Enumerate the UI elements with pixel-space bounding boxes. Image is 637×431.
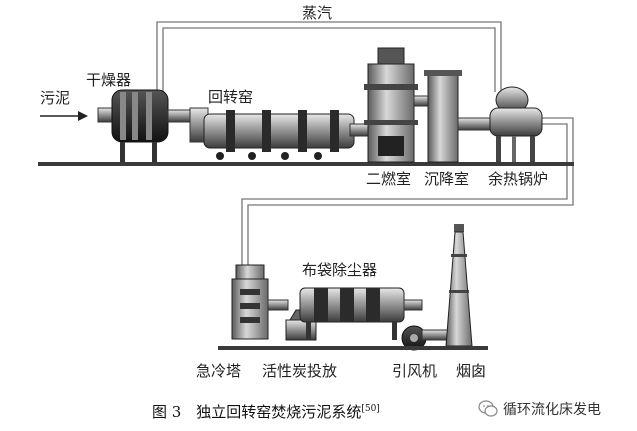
secondary-combustion-chamber: [364, 47, 418, 163]
figure-caption: 图 3 独立回转窑焚烧污泥系统[50]: [152, 401, 380, 422]
label-steam: 蒸汽: [302, 4, 333, 22]
watermark-text: 循环流化床发电: [503, 402, 601, 418]
steam-pipe: [156, 21, 502, 98]
label-dryer: 干燥器: [86, 71, 132, 89]
quench-tower: [231, 264, 289, 340]
label-chimney: 烟囱: [456, 362, 487, 380]
label-waste-heat-boiler: 余热锅炉: [488, 170, 549, 188]
settling-chamber: [413, 70, 493, 163]
caption-text: 图 3 独立回转窑焚烧污泥系统: [152, 403, 362, 421]
rotary-kiln: [189, 107, 369, 160]
dryer: [97, 89, 191, 162]
label-induced-fan: 引风机: [392, 362, 438, 380]
label-sludge: 污泥: [40, 89, 71, 107]
lower-ground-line: [218, 346, 488, 350]
watermark: 循环流化床发电: [478, 399, 601, 419]
label-kiln: 回转窑: [208, 88, 254, 106]
flue-gas-pipe: [241, 117, 574, 265]
wechat-icon: [478, 400, 498, 417]
label-settling-chamber: 沉降室: [424, 170, 470, 188]
label-baghouse: 布袋除尘器: [302, 261, 378, 279]
caption-reference: [50]: [361, 404, 380, 414]
waste-heat-boiler: [489, 86, 543, 162]
chimney: [445, 224, 473, 347]
bag-filter: [299, 287, 423, 340]
sludge-input-arrow: [40, 111, 88, 121]
label-quench-tower: 急冷塔: [196, 362, 242, 380]
label-secondary-chamber: 二燃室: [366, 170, 412, 188]
label-activated-carbon: 活性炭投放: [262, 362, 338, 380]
ground-line: [38, 162, 574, 166]
